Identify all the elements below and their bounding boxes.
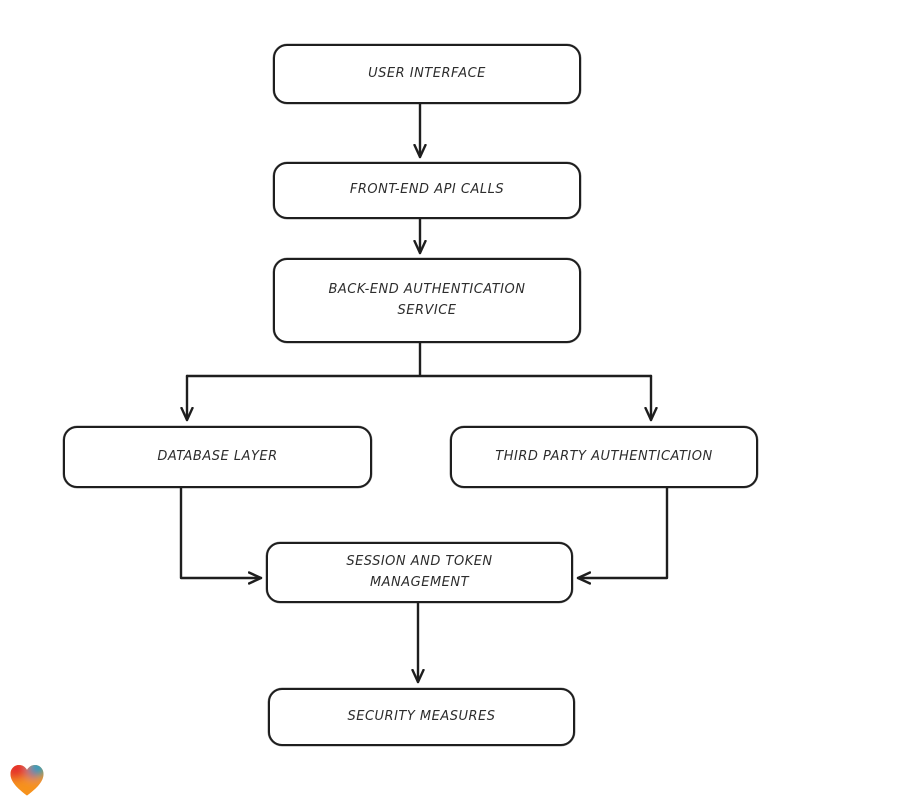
node-label: SECURITY MEASURES [347, 708, 496, 724]
edge-thirdparty-to-session [576, 486, 669, 578]
node-label: DATABASE LAYER [157, 448, 278, 464]
edge-backend-branch [185, 341, 653, 378]
node-front-end-api-calls[interactable]: FRONT-END API CALLS [273, 162, 581, 219]
node-back-end-authentication-service[interactable]: BACK-END AUTHENTICATION SERVICE [273, 258, 581, 343]
node-label: USER INTERFACE [368, 65, 486, 81]
node-label: THIRD PARTY AUTHENTICATION [495, 448, 713, 464]
node-label: SESSION AND TOKEN MANAGEMENT [346, 554, 493, 590]
node-database-layer[interactable]: DATABASE LAYER [63, 426, 372, 488]
node-label: BACK-END AUTHENTICATION SERVICE [328, 282, 526, 318]
heart-logo-icon[interactable] [7, 761, 47, 800]
node-user-interface[interactable]: USER INTERFACE [273, 44, 581, 104]
node-third-party-authentication[interactable]: THIRD PARTY AUTHENTICATION [450, 426, 758, 488]
node-security-measures[interactable]: SECURITY MEASURES [268, 688, 575, 746]
edge-database-to-session [179, 486, 263, 578]
node-session-and-token-management[interactable]: SESSION AND TOKEN MANAGEMENT [266, 542, 573, 603]
node-label: FRONT-END API CALLS [349, 182, 505, 198]
